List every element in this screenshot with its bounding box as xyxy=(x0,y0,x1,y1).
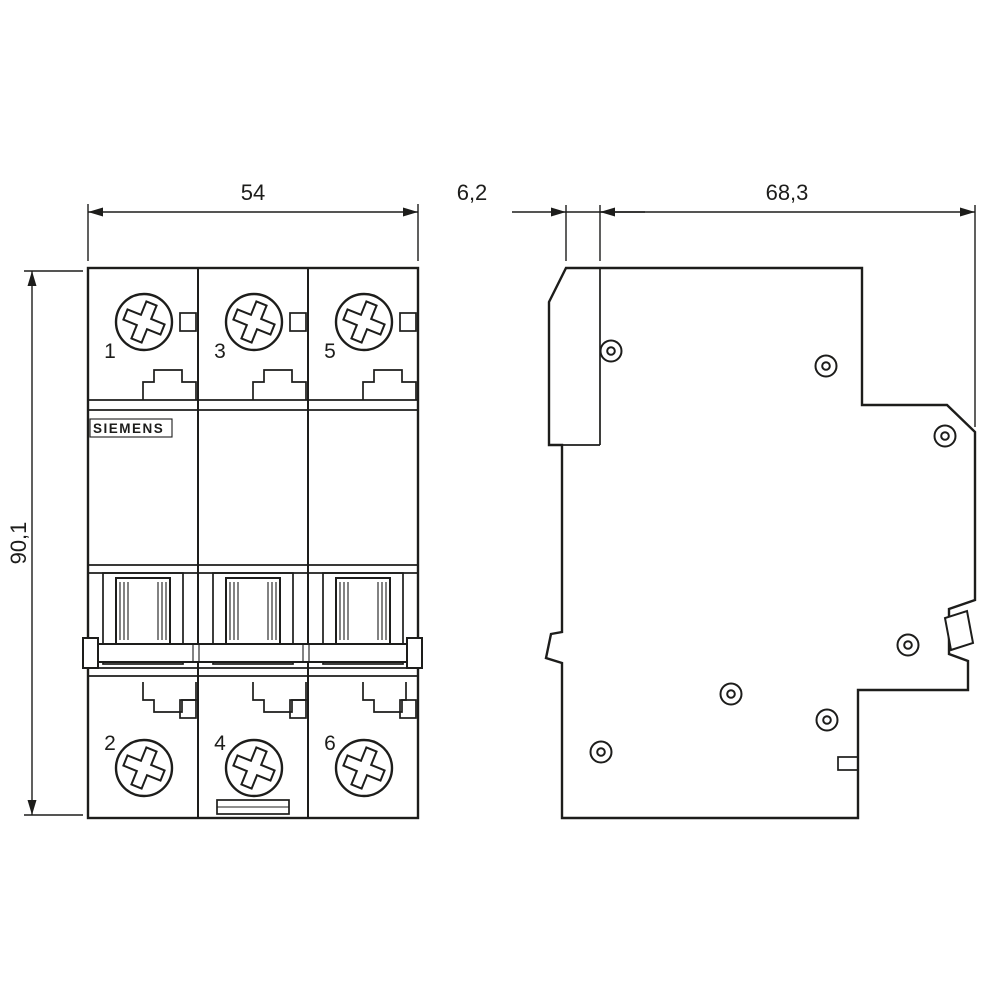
side-view xyxy=(544,266,977,820)
terminal-label-2: 2 xyxy=(104,732,116,755)
phillips-cross-icon xyxy=(122,746,166,790)
rivets xyxy=(589,339,957,764)
phillips-cross-icon xyxy=(232,746,276,790)
dimension-height: 90,1 xyxy=(6,270,83,816)
arrowhead-right-icon xyxy=(551,207,566,217)
terminal-label-6: 6 xyxy=(324,732,336,755)
tie-bar-joint-marks xyxy=(192,645,310,661)
arrowhead-right-icon xyxy=(403,207,418,217)
rivet xyxy=(933,424,957,448)
phillips-cross-icon xyxy=(342,746,386,790)
terminal-screw-1 xyxy=(114,292,174,352)
dimension-body-depth: 68,3 xyxy=(600,180,976,427)
side-tab xyxy=(837,756,859,771)
terminal-label-3: 3 xyxy=(214,340,226,363)
rivet xyxy=(815,708,839,732)
rivet xyxy=(719,682,743,706)
arrowhead-up-icon xyxy=(27,271,37,286)
tie-bar-end-cap xyxy=(82,637,99,669)
tie-bar-end-cap xyxy=(406,637,423,669)
terminal-openings-top xyxy=(179,312,417,332)
toggle-handle xyxy=(115,577,171,651)
toggle-recesses xyxy=(102,572,404,665)
brand-label: SIEMENS xyxy=(93,421,164,436)
terminal-label-5: 5 xyxy=(324,340,336,363)
phillips-cross-icon xyxy=(342,300,386,344)
terminal-openings-bottom xyxy=(179,699,417,719)
toggle-grip-hatch xyxy=(119,582,387,640)
terminal-label-4: 4 xyxy=(214,732,226,755)
phillips-cross-icon xyxy=(122,300,166,344)
terminal-screw-2 xyxy=(114,738,174,798)
width-dimension-label: 54 xyxy=(241,180,265,205)
rivet xyxy=(814,354,838,378)
terminal-screw-4 xyxy=(224,738,284,798)
brand-label-box xyxy=(89,418,173,438)
terminal-label-1: 1 xyxy=(104,340,116,363)
toggle-lever-side xyxy=(943,609,975,652)
terminal-tabs-top xyxy=(142,369,417,400)
din-clip-housing-lines xyxy=(562,268,601,446)
dimension-width: 54 xyxy=(87,180,419,261)
toggle-handles xyxy=(115,577,391,651)
arrowhead-left-icon xyxy=(88,207,103,217)
body-depth-dimension-label: 68,3 xyxy=(766,180,809,205)
terminal-screw-3 xyxy=(224,292,284,352)
side-profile-outline xyxy=(544,266,977,820)
arrowhead-down-icon xyxy=(27,800,37,815)
rivet xyxy=(896,633,920,657)
height-dimension-label: 90,1 xyxy=(6,522,31,565)
breaker-body-outline xyxy=(86,266,420,820)
dimension-clip-depth: 6,2 xyxy=(457,180,645,261)
rivet xyxy=(599,339,623,363)
terminal-screw-5 xyxy=(334,292,394,352)
rivet xyxy=(589,740,613,764)
bottom-label-strip xyxy=(216,799,290,815)
toggle-handle xyxy=(225,577,281,651)
arrowhead-right-icon xyxy=(960,207,975,217)
phillips-cross-icon xyxy=(232,300,276,344)
terminal-screw-6 xyxy=(334,738,394,798)
front-view: 1 3 5 SIEMENS xyxy=(82,266,423,820)
handle-tie-bar xyxy=(89,643,417,663)
clip-depth-dimension-label: 6,2 xyxy=(457,180,488,205)
